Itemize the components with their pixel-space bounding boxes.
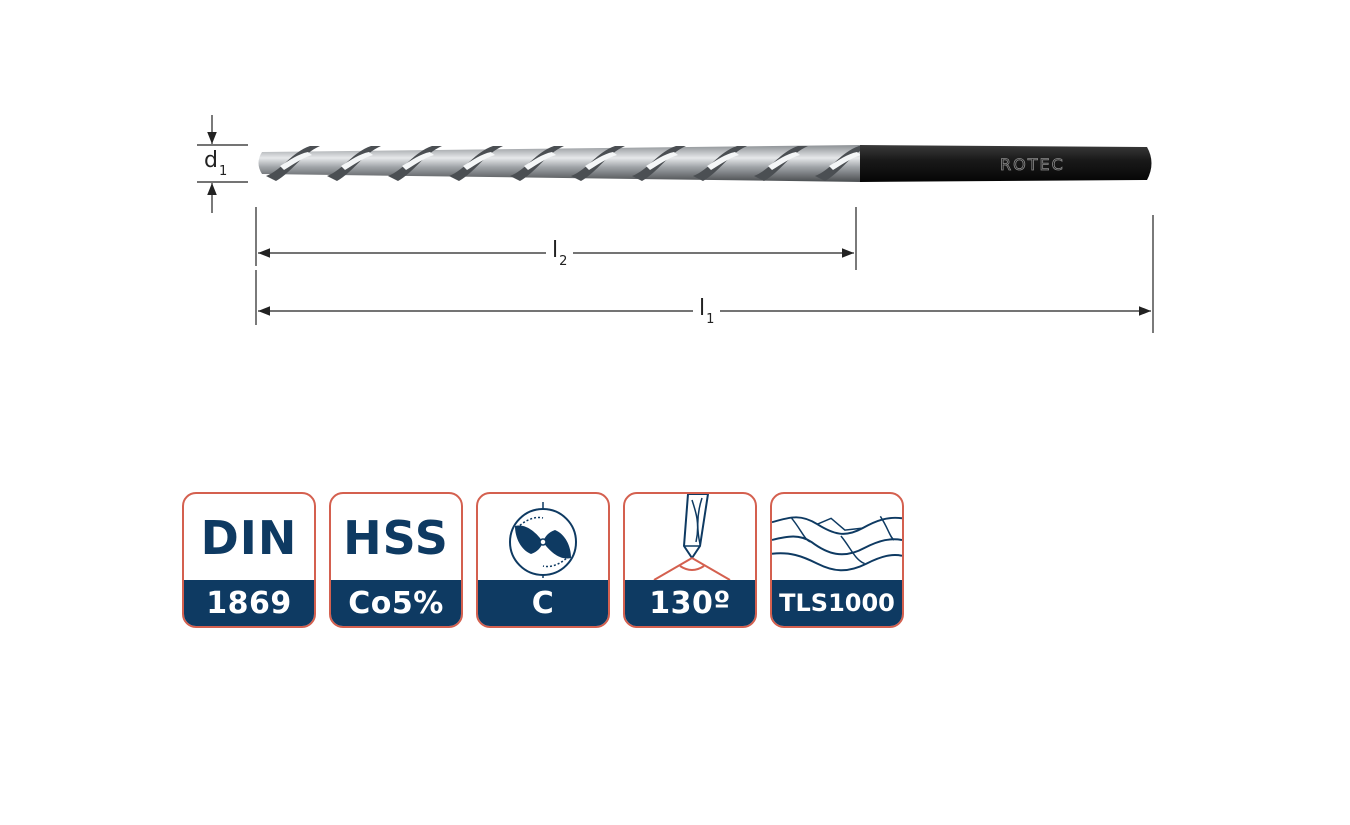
l2-main: l [552, 238, 559, 263]
point-angle-icon [653, 494, 731, 581]
d1-label: d1 [204, 148, 227, 179]
l1-sub: 1 [706, 312, 715, 327]
spiral-flute-icon [772, 515, 902, 572]
flute-highlight [463, 152, 495, 170]
drill-cross-section-icon [509, 502, 577, 578]
flute-highlight [707, 152, 739, 170]
point-angle-value: 130º [625, 580, 755, 626]
tls-badge: TLS1000 [770, 492, 904, 628]
hss-badge: HSS Co5% [329, 492, 463, 628]
cut-type-letter: C [478, 580, 608, 626]
flute-highlight [402, 152, 434, 170]
flute-highlight [341, 152, 373, 170]
tls-code: TLS1000 [772, 580, 902, 626]
din-badge: DIN 1869 [182, 492, 316, 628]
flute-highlight [524, 152, 556, 170]
flute-highlight [646, 152, 678, 170]
l1-label: l1 [693, 296, 721, 326]
drill-flutes [266, 146, 869, 181]
din-standard-label: DIN [200, 511, 298, 565]
l1-main: l [699, 296, 706, 321]
spec-badges: DIN 1869 HSS Co5% C [182, 492, 912, 632]
point-angle-badge: 130º [623, 492, 757, 628]
drill-fluted-body [258, 145, 869, 182]
brand-mark: ROTEC [1000, 155, 1065, 174]
d1-sub: 1 [218, 164, 228, 179]
l2-label: l2 [546, 238, 574, 268]
diameter-dimension [197, 115, 248, 213]
flute-highlight [280, 152, 312, 170]
drill-shank [860, 145, 1152, 182]
cut-type-badge: C [476, 492, 610, 628]
l2-sub: 2 [559, 254, 568, 269]
d1-main: d [204, 148, 218, 173]
flute-highlight [585, 152, 617, 170]
drill-drawing: ROTEC [197, 115, 1154, 333]
cobalt-content: Co5% [331, 580, 461, 626]
hss-material-label: HSS [343, 511, 449, 565]
din-number: 1869 [184, 580, 314, 626]
flute-highlight [829, 152, 861, 170]
flute-highlight [768, 152, 800, 170]
